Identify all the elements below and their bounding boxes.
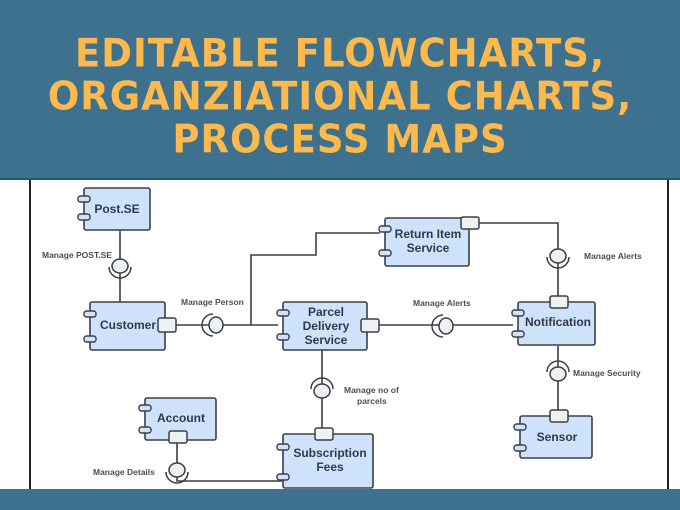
- title-banner: EDITABLE FLOWCHARTS, ORGANZIATIONAL CHAR…: [0, 0, 680, 178]
- required-interface-icon: [310, 377, 334, 390]
- component-lug-icon: [513, 423, 527, 431]
- interface-label: Manage Details: [93, 467, 155, 477]
- component-label-line-2: Fees: [316, 460, 344, 474]
- required-interface-icon: [431, 314, 444, 338]
- component-label: Customer: [100, 318, 156, 332]
- interface-manage-alerts-parcel: Manage Alerts: [413, 298, 471, 338]
- component-account[interactable]: Account: [138, 397, 217, 444]
- component-lug-icon: [83, 335, 97, 343]
- provided-interface-icon: [438, 317, 454, 335]
- component-lug-icon: [511, 309, 525, 317]
- interface-manage-no-of-parcels: Manage no of parcels: [310, 377, 399, 406]
- interface-label-line-2: parcels: [357, 396, 387, 406]
- interface-label: Manage Security: [573, 368, 641, 378]
- provided-interface-icon: [111, 258, 129, 274]
- component-return-item-service[interactable]: Return Item Service: [378, 216, 480, 267]
- provided-interface-icon: [313, 383, 331, 399]
- port-icon: [157, 317, 177, 333]
- port-icon: [360, 318, 380, 333]
- component-lug-icon: [378, 249, 392, 257]
- port-icon: [549, 409, 569, 423]
- banner-divider: [0, 178, 680, 180]
- component-parcel-delivery-service[interactable]: Parcel Delivery Service: [276, 301, 380, 351]
- provided-interface-icon: [208, 316, 224, 334]
- connector-lines: [119, 222, 559, 482]
- component-label-line-1: Subscription: [293, 446, 366, 460]
- required-interface-icon: [108, 266, 132, 279]
- interface-manage-post-se: Manage POST.SE: [42, 250, 132, 279]
- diagram-canvas: Manage POST.SE Manage Person Manage Aler…: [0, 180, 680, 489]
- interface-manage-details: Manage Details: [93, 462, 189, 484]
- component-label: Notification: [525, 315, 591, 329]
- title-line-3: PROCESS MAPS: [172, 116, 508, 162]
- interface-label: Manage Alerts: [584, 251, 642, 261]
- required-interface-icon: [201, 313, 214, 337]
- component-lug-icon: [276, 309, 290, 317]
- port-icon: [168, 430, 188, 444]
- interface-manage-alerts-return: Manage Alerts: [546, 248, 642, 269]
- component-post-se[interactable]: Post.SE: [77, 187, 151, 231]
- interface-label: Manage Alerts: [413, 298, 471, 308]
- component-label-line-2: Delivery: [303, 319, 350, 333]
- title-line-2: ORGANZIATIONAL CHARTS,: [47, 73, 633, 119]
- interface-label: Manage POST.SE: [42, 250, 112, 260]
- component-label-line-1: Parcel: [308, 305, 344, 319]
- component-label: Sensor: [537, 430, 578, 444]
- component-lug-icon: [513, 444, 527, 452]
- footer-band: [0, 489, 680, 510]
- component-lug-icon: [77, 195, 91, 203]
- provided-interface-icon: [549, 248, 567, 264]
- interface-manage-security: Manage Security: [546, 360, 641, 382]
- required-interface-icon: [546, 360, 570, 373]
- component-subscription-fees[interactable]: Subscription Fees: [276, 427, 374, 489]
- component-lug-icon: [83, 310, 97, 318]
- port-icon: [460, 216, 480, 230]
- component-label-line-2: Service: [407, 241, 450, 255]
- interface-label-line-1: Manage no of: [344, 385, 399, 395]
- component-notification[interactable]: Notification: [511, 295, 596, 346]
- component-lug-icon: [138, 404, 152, 412]
- component-label: Account: [157, 411, 205, 425]
- interface-label: Manage Person: [181, 297, 244, 307]
- component-lug-icon: [511, 330, 525, 338]
- component-lug-icon: [378, 225, 392, 233]
- port-icon: [314, 427, 334, 441]
- component-label: Post.SE: [94, 202, 139, 216]
- component-diagram: Manage POST.SE Manage Person Manage Aler…: [29, 180, 669, 489]
- required-interface-icon: [165, 471, 189, 484]
- required-interface-icon: [546, 256, 570, 269]
- component-sensor[interactable]: Sensor: [513, 409, 593, 459]
- provided-interface-icon: [549, 366, 567, 382]
- component-label-line-1: Return Item: [395, 227, 462, 241]
- component-customer[interactable]: Customer: [83, 301, 177, 351]
- component-lug-icon: [276, 333, 290, 341]
- component-lug-icon: [276, 443, 290, 451]
- port-icon: [549, 295, 569, 309]
- interface-manage-person: Manage Person: [181, 297, 244, 337]
- component-lug-icon: [276, 473, 290, 481]
- title-line-1: EDITABLE FLOWCHARTS,: [74, 30, 605, 76]
- provided-interface-icon: [168, 462, 186, 478]
- component-lug-icon: [77, 213, 91, 221]
- component-label-line-3: Service: [305, 333, 348, 347]
- component-lug-icon: [138, 426, 152, 434]
